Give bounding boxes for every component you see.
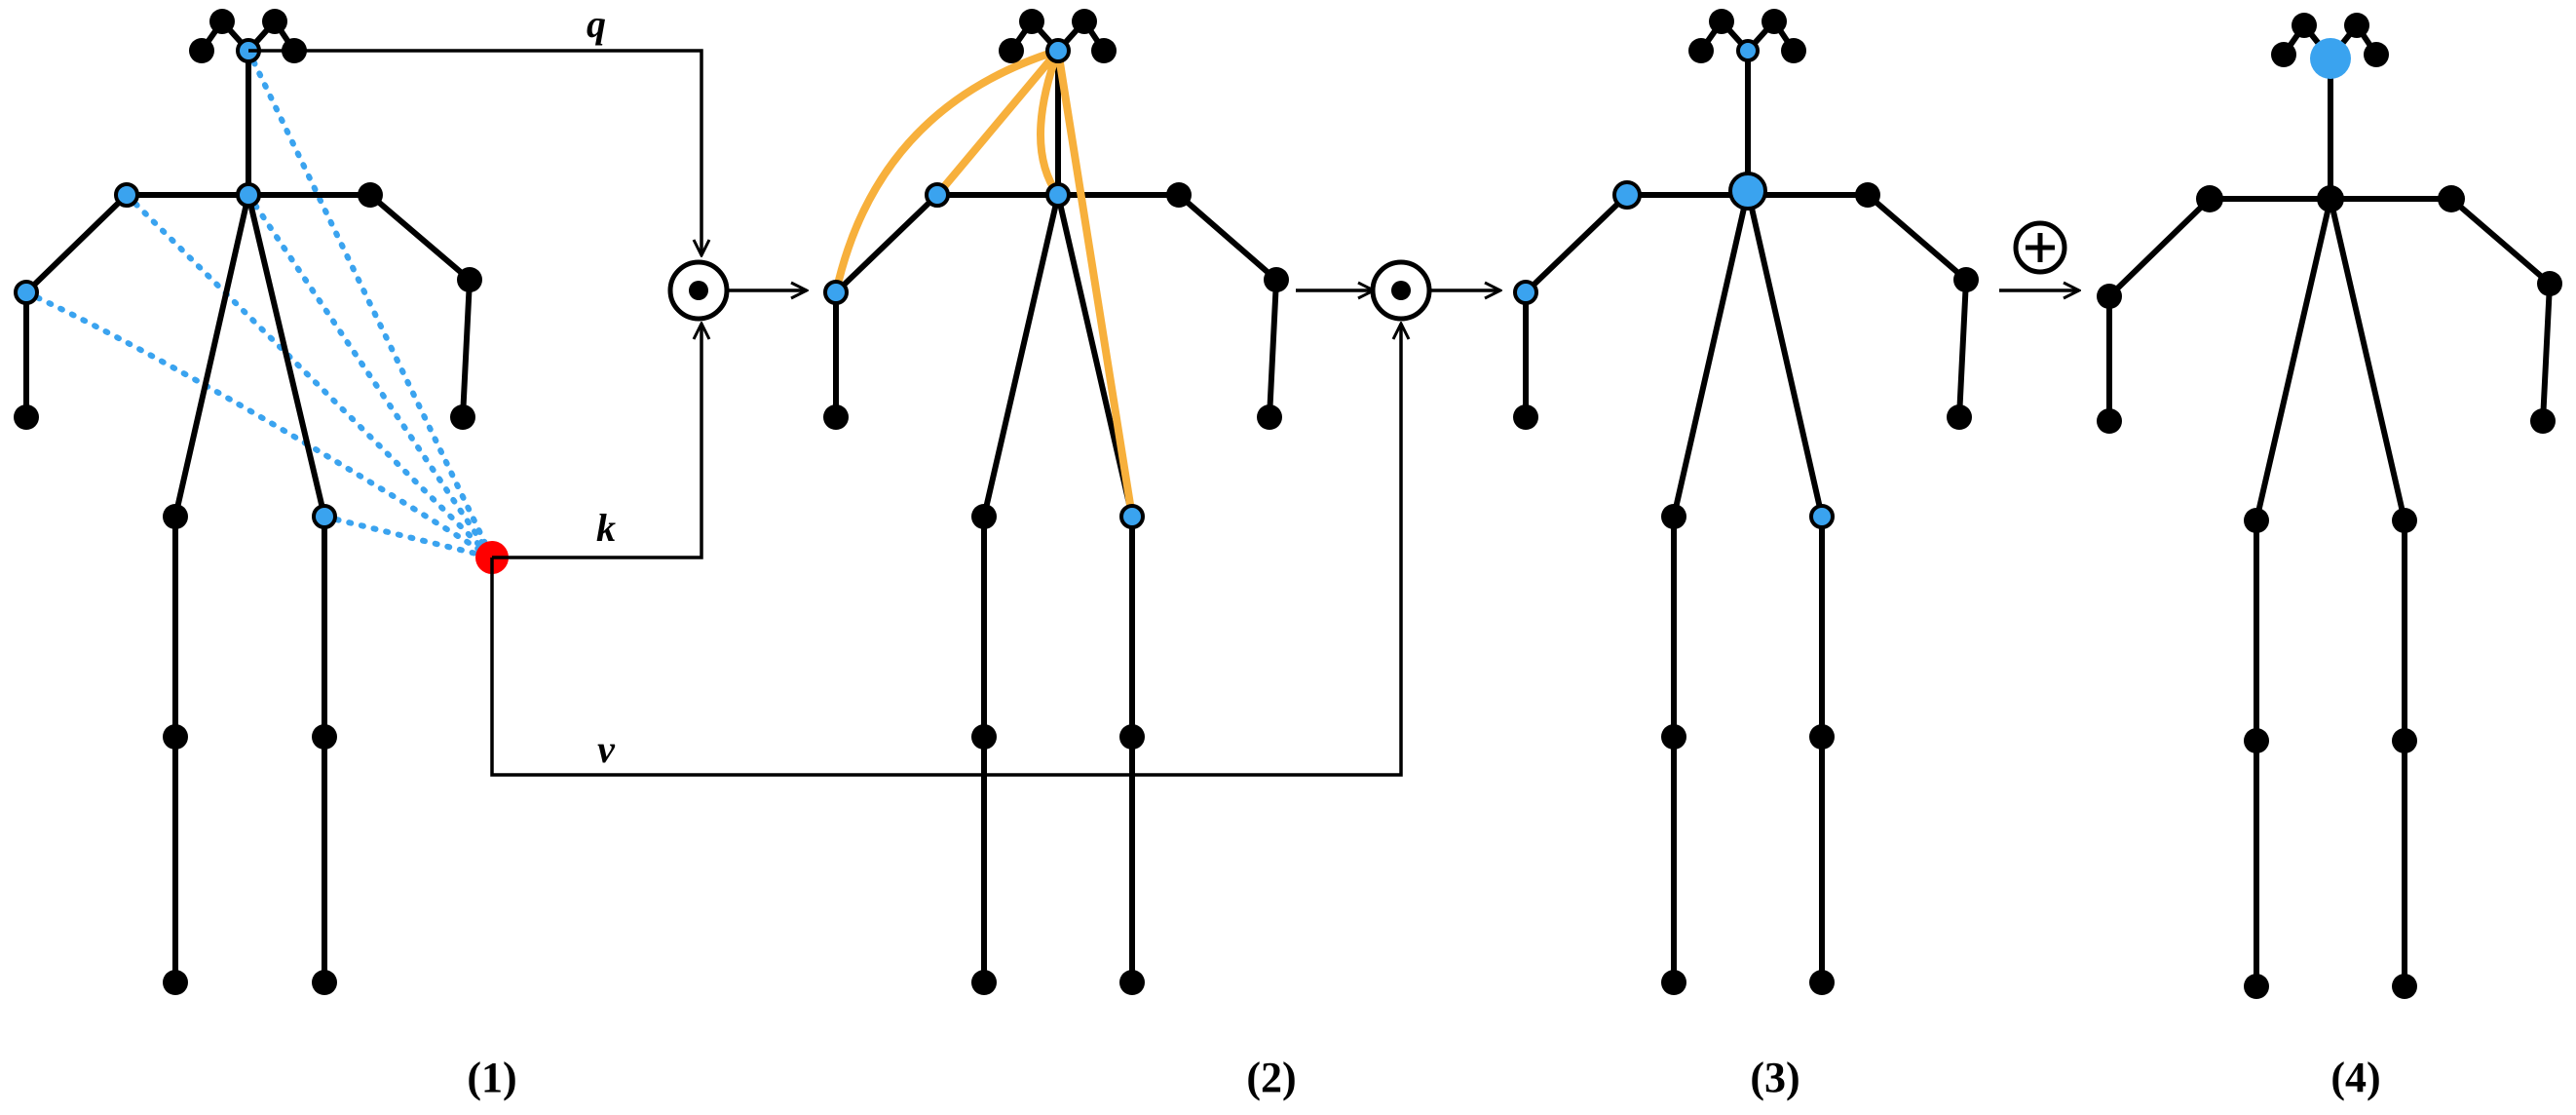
attention-dotted-lines [23,48,495,560]
q-label: q [587,2,606,46]
q-path [248,49,701,255]
skeleton-joints [2097,13,2562,999]
panel-label-4: (4) [2330,1054,2380,1101]
panel-label-1: (1) [467,1054,516,1101]
odot-icon-1 [667,259,730,322]
skeleton-2 [823,9,1289,995]
skeleton-joints [1513,9,1979,995]
attention-weights [832,47,1136,520]
oplus-icon [2013,220,2067,275]
skeleton-3 [1513,9,1979,995]
skeleton-1 [14,9,509,995]
v-path [490,324,1401,777]
k-path [492,324,701,559]
skeleton-joints [823,9,1289,995]
skeleton-bones [2106,22,2553,989]
panel-label-2: (2) [1246,1054,1296,1101]
skeleton-4 [2097,13,2562,999]
skeleton-bones [1523,19,1969,985]
skeleton-joints [14,9,482,995]
panel-label-3: (3) [1750,1054,1799,1101]
k-label: k [596,506,616,550]
v-label: v [597,727,616,771]
skeleton-bones [833,19,1279,985]
odot-icon-2 [1370,259,1432,322]
flow-lines [248,49,2079,777]
